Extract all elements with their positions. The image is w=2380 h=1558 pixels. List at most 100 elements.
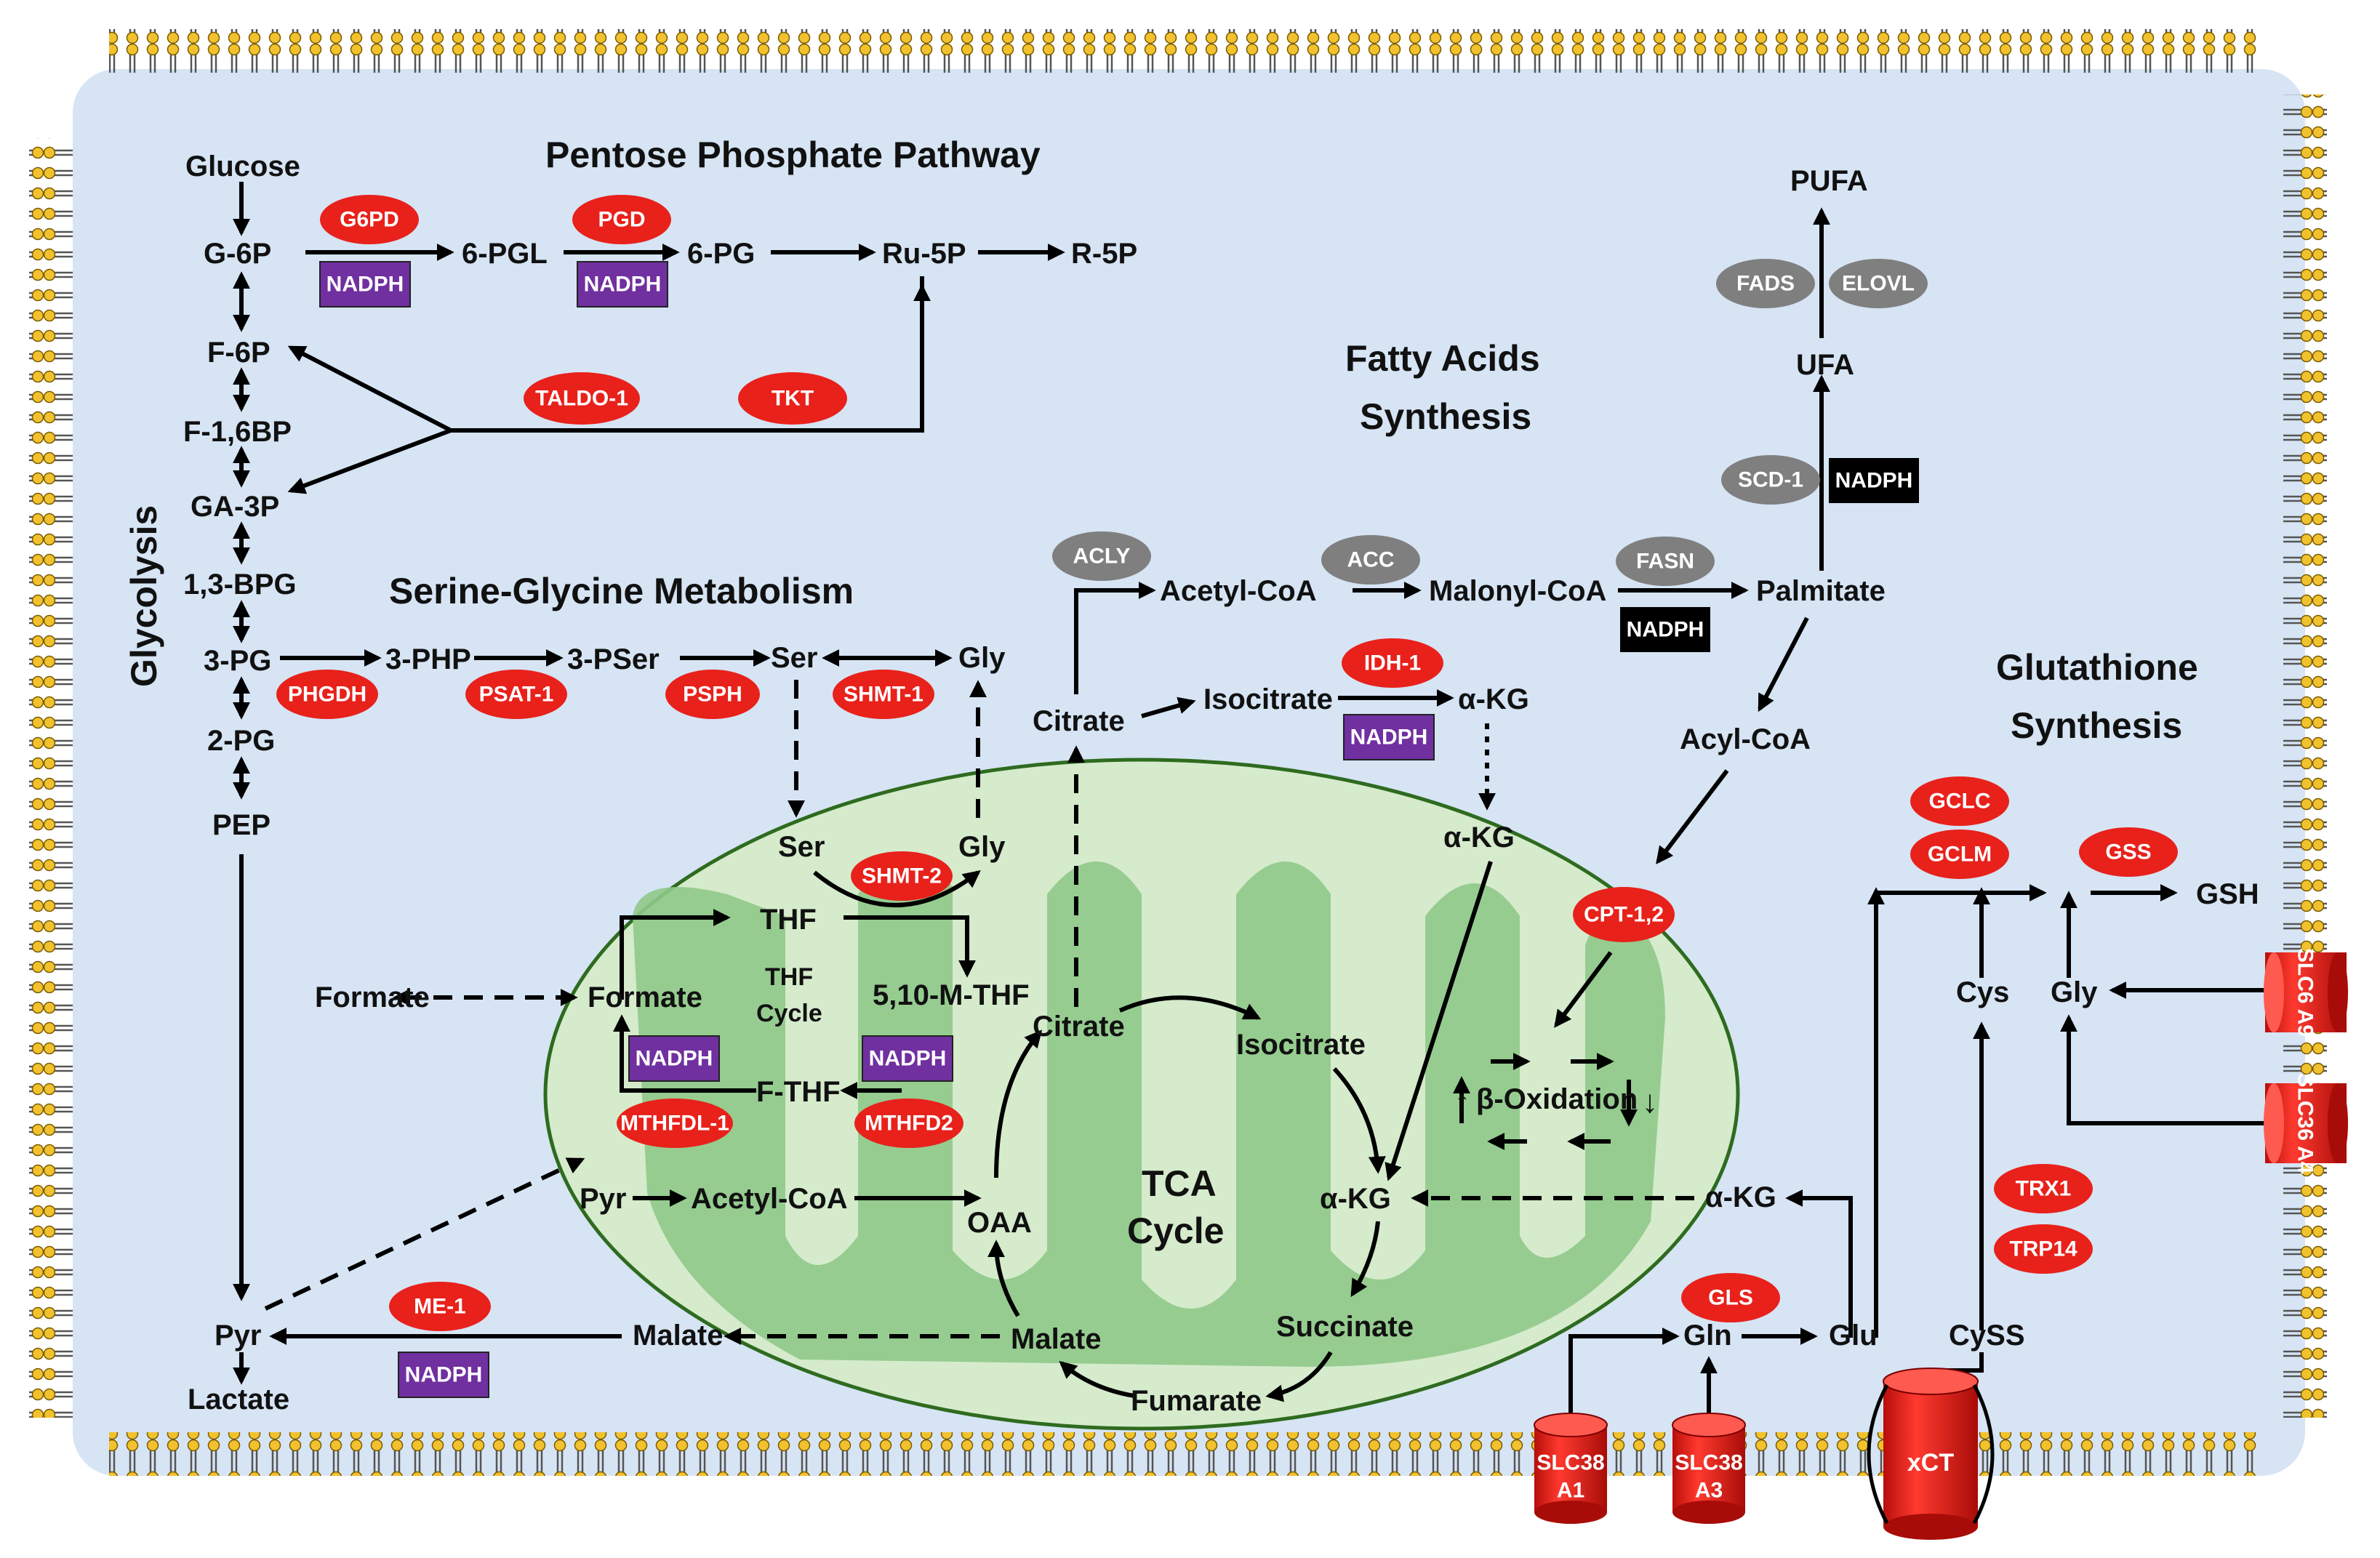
enzyme-fads: FADS [1716,259,1815,308]
svg-text:NADPH: NADPH [584,273,662,297]
met-gly-cyto: Gly [958,642,1006,674]
title-glutathione-2: Synthesis [2011,705,2182,746]
svg-text:GCLM: GCLM [1928,843,1992,867]
met-oaa: OAA [967,1207,1032,1239]
title-glycolysis: Glycolysis [124,505,164,687]
nadph-g6pd: NADPH [319,261,411,308]
svg-text:SLC38: SLC38 [1536,1451,1604,1475]
svg-text:A3: A3 [1695,1479,1723,1503]
svg-text:TRX1: TRX1 [2016,1177,2072,1201]
svg-text:NADPH: NADPH [405,1363,483,1387]
transporter-slc6a9: SLC6 A9 [2264,948,2348,1037]
enzyme-fasn: FASN [1616,537,1715,586]
met-akg-mito-top: α-KG [1443,822,1515,854]
titles: Pentose Phosphate Pathway Glycolysis Ser… [124,134,2198,1251]
svg-text:GSS: GSS [2105,840,2151,864]
met-akg-mito: α-KG [1320,1183,1391,1215]
met-glucose: Glucose [185,150,300,182]
enzyme-trp14: TRP14 [1994,1224,2093,1274]
enzyme-mthfdl1: MTHFDL-1 [617,1099,733,1148]
met-ru5p: Ru-5P [882,238,966,270]
nadph-fasn: NADPH [1620,607,1710,652]
met-acylcoa: Acyl-CoA [1680,723,1811,755]
enzyme-scd1: SCD-1 [1721,455,1820,505]
membrane-right [2283,95,2327,1418]
svg-text:PGD: PGD [598,208,645,232]
svg-text:SLC6 A9: SLC6 A9 [2293,948,2317,1037]
met-pg2: 2-PG [207,725,275,757]
met-acetylcoa-mito: Acetyl-CoA [691,1183,848,1215]
nadph-me1: NADPH [398,1352,489,1398]
svg-text:CPT-1,2: CPT-1,2 [1584,903,1664,927]
svg-text:PSPH: PSPH [683,683,742,707]
enzyme-idh1: IDH-1 [1342,638,1443,688]
title-fatty-acids-2: Synthesis [1360,396,1531,437]
enzymes-gray: ACLY ACC FASN FADS ELOVL SCD-1 [1052,259,1928,586]
nadph-idh1: NADPH [1343,714,1435,760]
svg-text:xCT: xCT [1907,1449,1954,1477]
transporters: SLC38 A1 SLC38 A3 xCT SLC6 A9 [1534,948,2348,1540]
met-6pgl: 6-PGL [462,238,548,270]
enzyme-pgd: PGD [572,195,671,244]
met-3php: 3-PHP [385,643,471,675]
met-6pg: 6-PG [687,238,755,270]
transporter-slc36a4: SLC36 A4 [2264,1073,2348,1174]
membrane-top [109,29,2261,73]
enzyme-cpt12: CPT-1,2 [1573,887,1675,942]
title-ppp: Pentose Phosphate Pathway [545,134,1041,175]
met-malate-cyto: Malate [633,1320,724,1352]
title-fatty-acids-1: Fatty Acids [1345,338,1540,379]
svg-text:SLC36 A4: SLC36 A4 [2293,1073,2317,1174]
met-f6p: F-6P [207,337,271,369]
nadph-mthfdl1: NADPH [628,1035,720,1082]
title-tca-2: Cycle [1127,1210,1224,1251]
svg-text:SHMT-1: SHMT-1 [844,683,923,707]
svg-text:NADPH: NADPH [869,1047,947,1071]
met-pep: PEP [212,809,271,841]
title-thf-cycle-2: Cycle [756,1000,822,1027]
met-cys: Cys [1956,976,2009,1008]
met-gly-right: Gly [2051,976,2098,1008]
met-lactate: Lactate [188,1384,289,1416]
beta-ox-up-arrow: ↑ [1454,1084,1470,1120]
svg-text:ACC: ACC [1347,548,1395,572]
svg-text:ACLY: ACLY [1073,545,1131,569]
enzyme-me1: ME-1 [389,1282,491,1331]
enzyme-gls: GLS [1681,1273,1780,1322]
met-isocitrate-mito: Isocitrate [1236,1029,1366,1061]
title-beta-oxidation: β-Oxidation [1476,1083,1638,1115]
met-acetylcoa-cyto: Acetyl-CoA [1160,575,1317,607]
enzymes-red: G6PD PGD TALDO-1 TKT PHGDH PSAT-1 PSPH S… [276,195,2178,1331]
enzyme-gss: GSS [2079,827,2178,877]
met-3pser: 3-PSer [567,643,660,675]
beta-ox-down-arrow: ↓ [1642,1084,1658,1120]
enzyme-taldo1: TALDO-1 [524,372,640,425]
svg-text:ELOVL: ELOVL [1842,272,1915,296]
met-akg-cyto: α-KG [1458,683,1529,715]
met-formate-out: Formate [315,981,430,1013]
met-pg3: 3-PG [204,645,271,677]
met-fumarate: Fumarate [1131,1385,1262,1417]
met-gsh: GSH [2196,878,2259,910]
enzyme-gclc: GCLC [1910,776,2009,826]
met-g6p: G-6P [204,238,271,270]
met-formate-mito: Formate [588,981,702,1013]
svg-text:TKT: TKT [772,387,814,411]
svg-text:PSAT-1: PSAT-1 [479,683,554,707]
svg-text:TRP14: TRP14 [2009,1237,2078,1261]
svg-text:NADPH: NADPH [1627,618,1704,642]
nadph-mthfd2: NADPH [862,1035,953,1082]
enzyme-phgdh: PHGDH [276,670,378,719]
title-serine-glycine: Serine-Glycine Metabolism [389,571,854,611]
svg-text:NADPH: NADPH [636,1047,713,1071]
met-glu: Glu [1829,1320,1878,1352]
svg-text:FASN: FASN [1636,550,1694,574]
met-ser-cyto: Ser [771,642,818,674]
cofactors-nadph: NADPH NADPH NADPH NADPH NADPH NADPH NADP… [319,261,1919,1398]
met-citrate-cyto: Citrate [1033,705,1125,737]
met-citrate-mito: Citrate [1033,1011,1125,1043]
svg-text:NADPH: NADPH [1350,726,1428,750]
enzyme-psat1: PSAT-1 [465,670,567,719]
svg-text:A1: A1 [1557,1479,1584,1503]
